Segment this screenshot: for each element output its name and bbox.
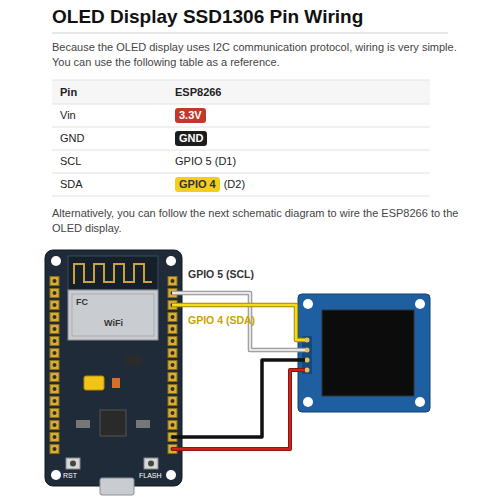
- table-cell: 3.3V: [175, 108, 206, 123]
- wires: [172, 293, 305, 449]
- button-label: FLASH: [139, 472, 162, 480]
- table-cell: SDA: [60, 178, 83, 191]
- oled-module: [298, 294, 430, 412]
- esp8266-board: [45, 250, 182, 495]
- table-cell: GPIO 5 (D1): [175, 155, 236, 168]
- table-cell: Vin: [60, 109, 76, 122]
- title-rule: [52, 33, 448, 34]
- table-cell: GND: [175, 131, 207, 146]
- intro-text: Because the OLED display uses I2C commun…: [52, 40, 472, 70]
- table-cell: (D2): [224, 178, 245, 191]
- signal-label: GPIO 5 (SCL): [188, 268, 254, 281]
- instruction-text: Alternatively, you can follow the next s…: [52, 206, 472, 236]
- page-title: OLED Display SSD1306 Pin Wiring: [52, 6, 363, 29]
- table-cell: SCL: [60, 155, 81, 168]
- table-cell: GND: [60, 132, 84, 145]
- module-mark: FC: [76, 297, 88, 308]
- table-cell: GPIO 4: [175, 177, 220, 192]
- table-header: ESP8266: [175, 86, 221, 99]
- button-label: RST: [63, 472, 77, 480]
- pin-table: [52, 80, 430, 196]
- module-mark: WiFi: [104, 318, 123, 329]
- table-header: Pin: [60, 86, 77, 99]
- signal-label: GPIO 4 (SDA): [188, 314, 255, 327]
